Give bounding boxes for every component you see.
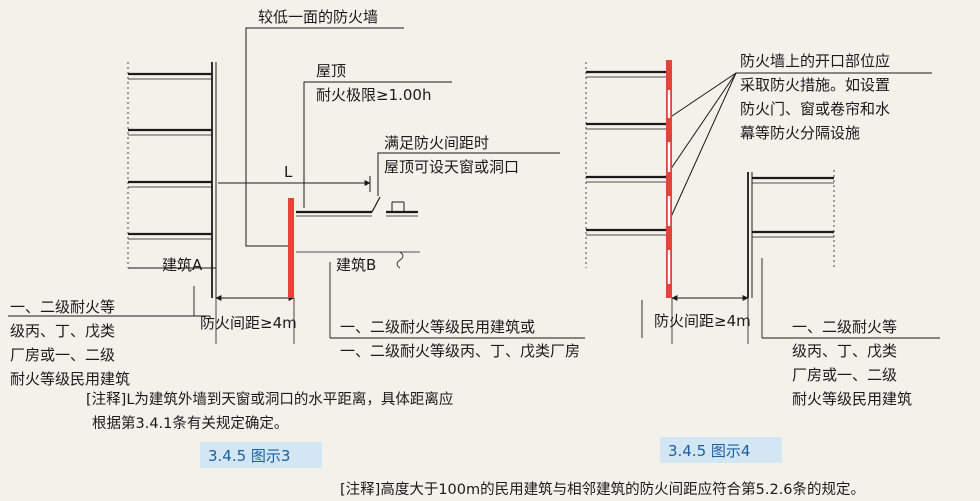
left-note-line1: [注释]L为建筑外墙到天窗或洞口的水平距离，具体距离应 xyxy=(86,390,453,408)
opening-line4: 幕等防火分隔设施 xyxy=(740,124,860,142)
right-class-line3: 厂房或一、二级 xyxy=(792,366,897,384)
diagram-3 xyxy=(8,27,585,344)
right-class-line1: 一、二级耐火等 xyxy=(792,318,897,336)
roof-fire-label: 耐火极限≥1.00h xyxy=(316,86,431,104)
left-distance-label: 防火间距≥4m xyxy=(200,314,297,332)
opening-line1: 防火墙上的开口部位应 xyxy=(740,52,890,70)
bottom-line1: 一、二级耐火等级民用建筑或 xyxy=(340,318,535,336)
left-class-line1: 一、二级耐火等 xyxy=(10,298,115,316)
svg-text:3.4.5 图示3: 3.4.5 图示3 xyxy=(208,447,290,465)
left-class-line4: 耐火等级民用建筑 xyxy=(10,370,130,388)
l-label: L xyxy=(284,163,293,181)
bottom-line2: 一、二级耐火等级丙、丁、戊类厂房 xyxy=(340,342,580,360)
opening-line2: 采取防火措施。如设置 xyxy=(740,76,890,94)
lower-wall-label: 较低一面的防火墙 xyxy=(258,8,378,26)
roof-label: 屋顶 xyxy=(316,62,346,80)
left-note-line2: 根据第3.4.1条有关规定确定。 xyxy=(92,414,288,432)
building-left-tall xyxy=(585,62,668,268)
right-class-line2: 级丙、丁、戊类 xyxy=(792,342,897,360)
building-a xyxy=(127,62,217,298)
skylight-line2: 屋顶可设天窗或洞口 xyxy=(384,158,519,176)
skylight-line1: 满足防火间距时 xyxy=(384,134,489,152)
svg-text:3.4.5 图示4: 3.4.5 图示4 xyxy=(668,442,750,460)
caption-4: 3.4.5 图示4 xyxy=(660,437,782,463)
building-right-low xyxy=(747,170,835,298)
right-distance-label: 防火间距≥4m xyxy=(654,312,751,330)
caption-3: 3.4.5 图示3 xyxy=(200,442,322,468)
left-firewall xyxy=(288,198,294,298)
left-class-line2: 级丙、丁、戊类 xyxy=(10,322,115,340)
building-b xyxy=(296,196,420,269)
opening-line3: 防火门、窗或卷帘和水 xyxy=(740,100,890,118)
right-class-line4: 耐火等级民用建筑 xyxy=(792,390,912,408)
building-a-label: 建筑A xyxy=(162,256,203,274)
diagram-4 xyxy=(585,62,940,344)
building-b-label: 建筑B xyxy=(336,256,376,274)
left-class-line3: 厂房或一、二级 xyxy=(10,346,115,364)
right-firewall xyxy=(666,60,672,298)
right-note: [注释]高度大于100m的民用建筑与相邻建筑的防火间距应符合第5.2.6条的规定… xyxy=(340,480,865,498)
